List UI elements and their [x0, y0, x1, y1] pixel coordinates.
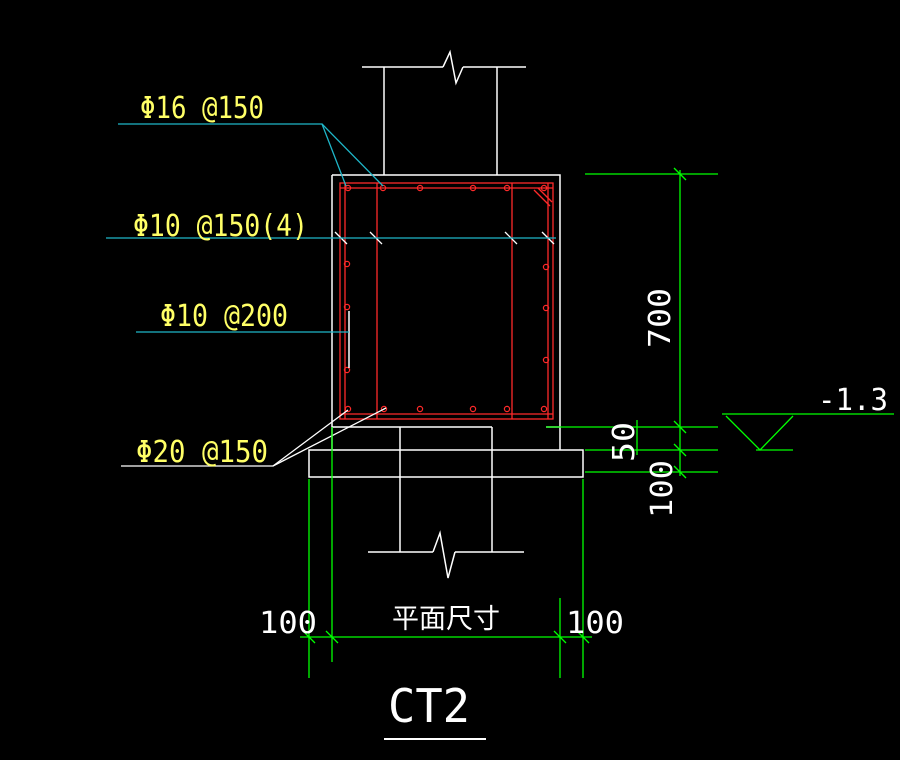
vertical-dimension-lines [546, 167, 718, 479]
left-margin-dimension: 100 [259, 606, 317, 641]
drawing-title: CT2 [388, 679, 470, 733]
rebar-top-label: Φ16 @150 [140, 91, 264, 126]
horizontal-dimension-lines [300, 427, 592, 678]
bedding-pad [308, 449, 584, 478]
column-above [362, 49, 526, 175]
stirrup-label: Φ10 @150(4) [133, 209, 308, 244]
offset-dimension: 50 [607, 422, 642, 462]
pile-cap-outline [331, 174, 561, 450]
elevation-label: -1.3 [818, 383, 888, 418]
side-bar-label: Φ10 @200 [160, 299, 288, 334]
rebar-cage [339, 182, 554, 420]
right-margin-dimension: 100 [566, 606, 624, 641]
leader-lines [106, 123, 556, 333]
leader-lines-bottom [121, 407, 387, 467]
rebar-bottom-label: Φ20 @150 [136, 435, 268, 470]
rebar-dots [343, 184, 550, 413]
rebar-hooks [533, 187, 553, 207]
pile-below [368, 426, 524, 579]
plan-size-label: 平面尺寸 [392, 604, 500, 635]
elevation-marker [722, 413, 894, 451]
height-dimension: 700 [643, 288, 678, 348]
pad-thickness-dimension: 100 [645, 460, 680, 518]
